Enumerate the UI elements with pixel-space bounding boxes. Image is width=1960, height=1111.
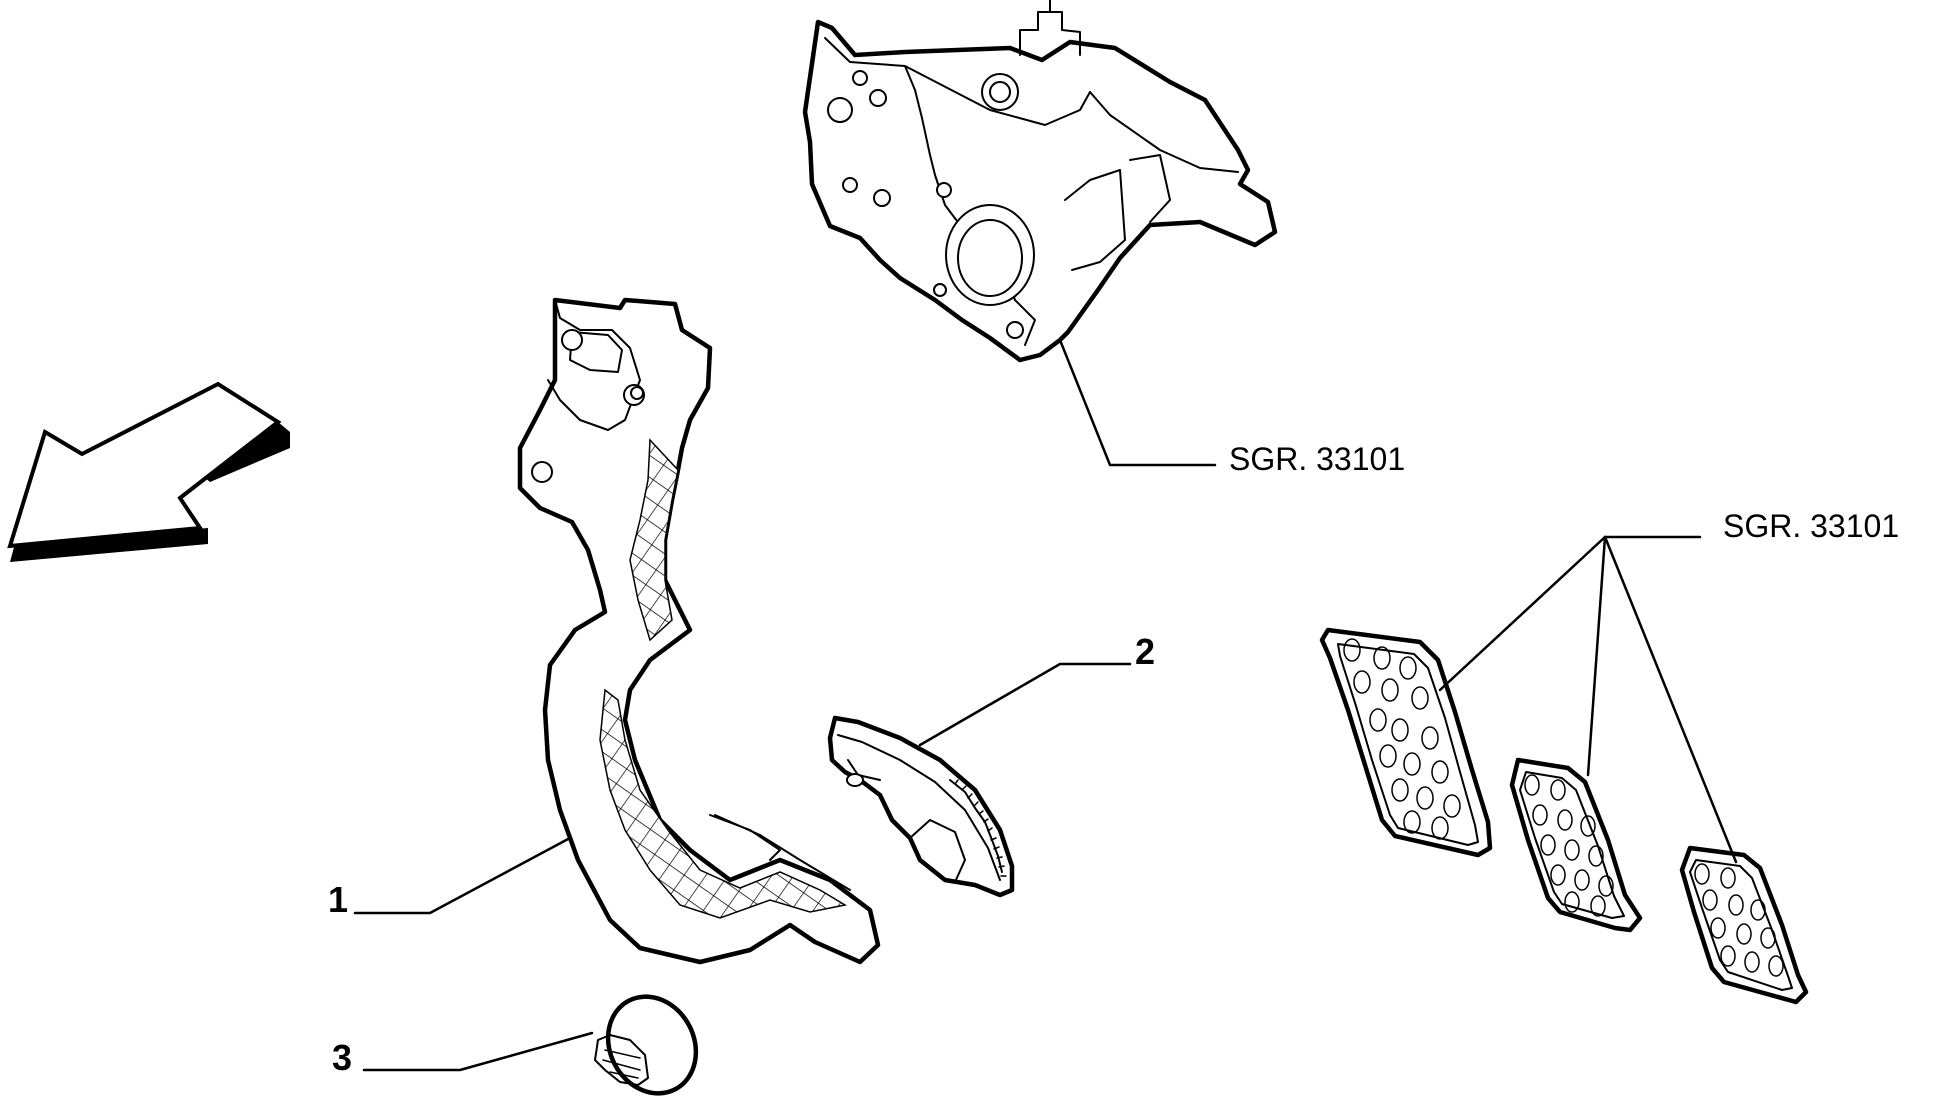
pedal-arm: [517, 297, 881, 965]
leader-pad-small: [1603, 535, 1738, 864]
arrow-down-left-icon: [7, 381, 290, 562]
ref-bracket-label: SGR. 33101: [1229, 441, 1405, 477]
leader-2: [918, 662, 1132, 747]
leader-lines: [353, 338, 1738, 1072]
ref-pads-label: SGR. 33101: [1723, 508, 1899, 544]
pedal-box-bracket: [802, 0, 1278, 363]
pedal-stop: [827, 715, 1015, 898]
pedal-pad-small: [1679, 845, 1809, 1005]
pedal-clip: [594, 994, 699, 1096]
leader-pad-medium: [1586, 535, 1607, 777]
leader-bracket: [1058, 338, 1217, 467]
pedal-pad-medium: [1509, 757, 1643, 933]
callout-1: 1: [328, 879, 348, 920]
leader-1: [353, 836, 572, 915]
callout-2: 2: [1135, 631, 1155, 672]
pedal-pad-large: [1319, 627, 1493, 858]
leader-3: [362, 1031, 594, 1072]
leader-pad-large: [1438, 535, 1607, 692]
callout-3: 3: [332, 1037, 352, 1078]
